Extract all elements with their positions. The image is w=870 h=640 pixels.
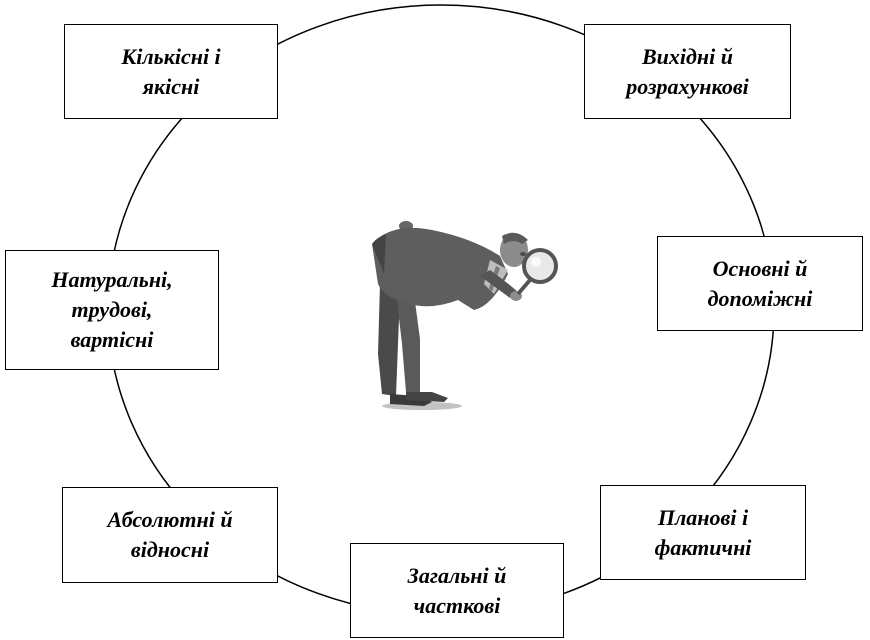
node-absolute-relative: Абсолютні й відносні: [62, 487, 278, 583]
node-label: Абсолютні й відносні: [107, 507, 233, 562]
node-label: Основні й допоміжні: [707, 255, 813, 311]
node-label: Натуральні, трудові, вартісні: [51, 267, 173, 352]
man-with-magnifying-glass-icon: [372, 221, 558, 410]
node-natural-labor-value: Натуральні, трудові, вартісні: [5, 250, 219, 370]
node-initial-calculated: Вихідні й розрахункові: [584, 24, 791, 119]
node-label: Вихідні й розрахункові: [626, 43, 749, 99]
node-main-auxiliary: Основні й допоміжні: [657, 236, 863, 331]
node-label: Загальні й часткові: [407, 562, 507, 618]
node-label: Кількісні і якісні: [121, 43, 221, 99]
node-planned-actual: Планові і фактичні: [600, 485, 806, 580]
node-label: Планові і фактичні: [654, 504, 752, 560]
node-quantitative-qualitative: Кількісні і якісні: [64, 24, 278, 119]
node-general-partial: Загальні й часткові: [350, 543, 564, 638]
